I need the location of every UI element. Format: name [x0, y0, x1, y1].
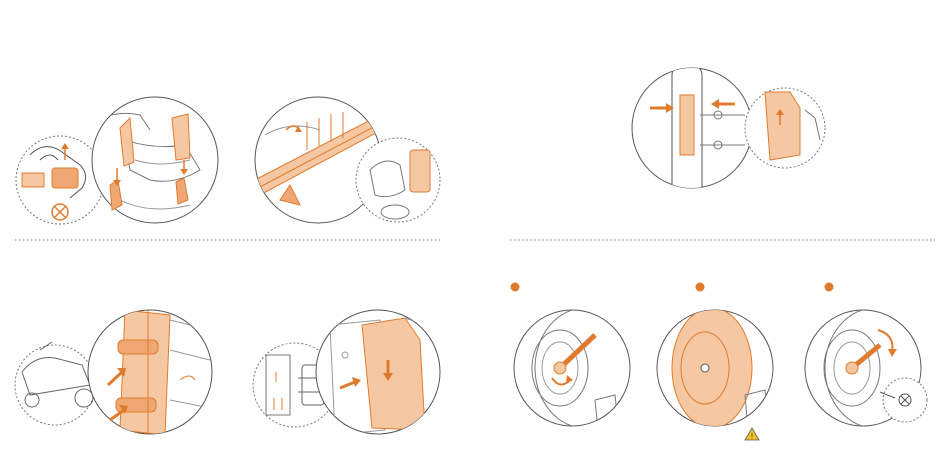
warning-symbol: ! — [751, 432, 753, 441]
panel-cover-attach — [253, 310, 440, 435]
panel-pedal-removal — [16, 97, 218, 224]
step-dot-icon — [696, 283, 705, 292]
pedal-part — [22, 173, 44, 187]
panel-bracket-screws — [255, 97, 440, 223]
panel-wheel-steps: ! — [511, 283, 928, 442]
part-card — [266, 355, 290, 415]
cover-part — [765, 92, 800, 160]
panel-side-press — [632, 65, 825, 195]
cover-part — [410, 150, 430, 192]
warning-icon: ! — [745, 428, 759, 441]
step-dot-icon — [511, 283, 520, 292]
pedal-part — [52, 168, 78, 188]
wheel-step-2: ! — [657, 308, 773, 441]
main-circle — [92, 97, 218, 223]
wheel-step-1 — [514, 308, 635, 430]
panel-frame-attach — [15, 310, 212, 435]
prohibited-icon — [52, 204, 68, 220]
step-dot-icon — [825, 283, 834, 292]
wheel-step-3 — [805, 308, 927, 428]
hub-nut — [554, 362, 566, 374]
hub-nut — [846, 362, 858, 374]
